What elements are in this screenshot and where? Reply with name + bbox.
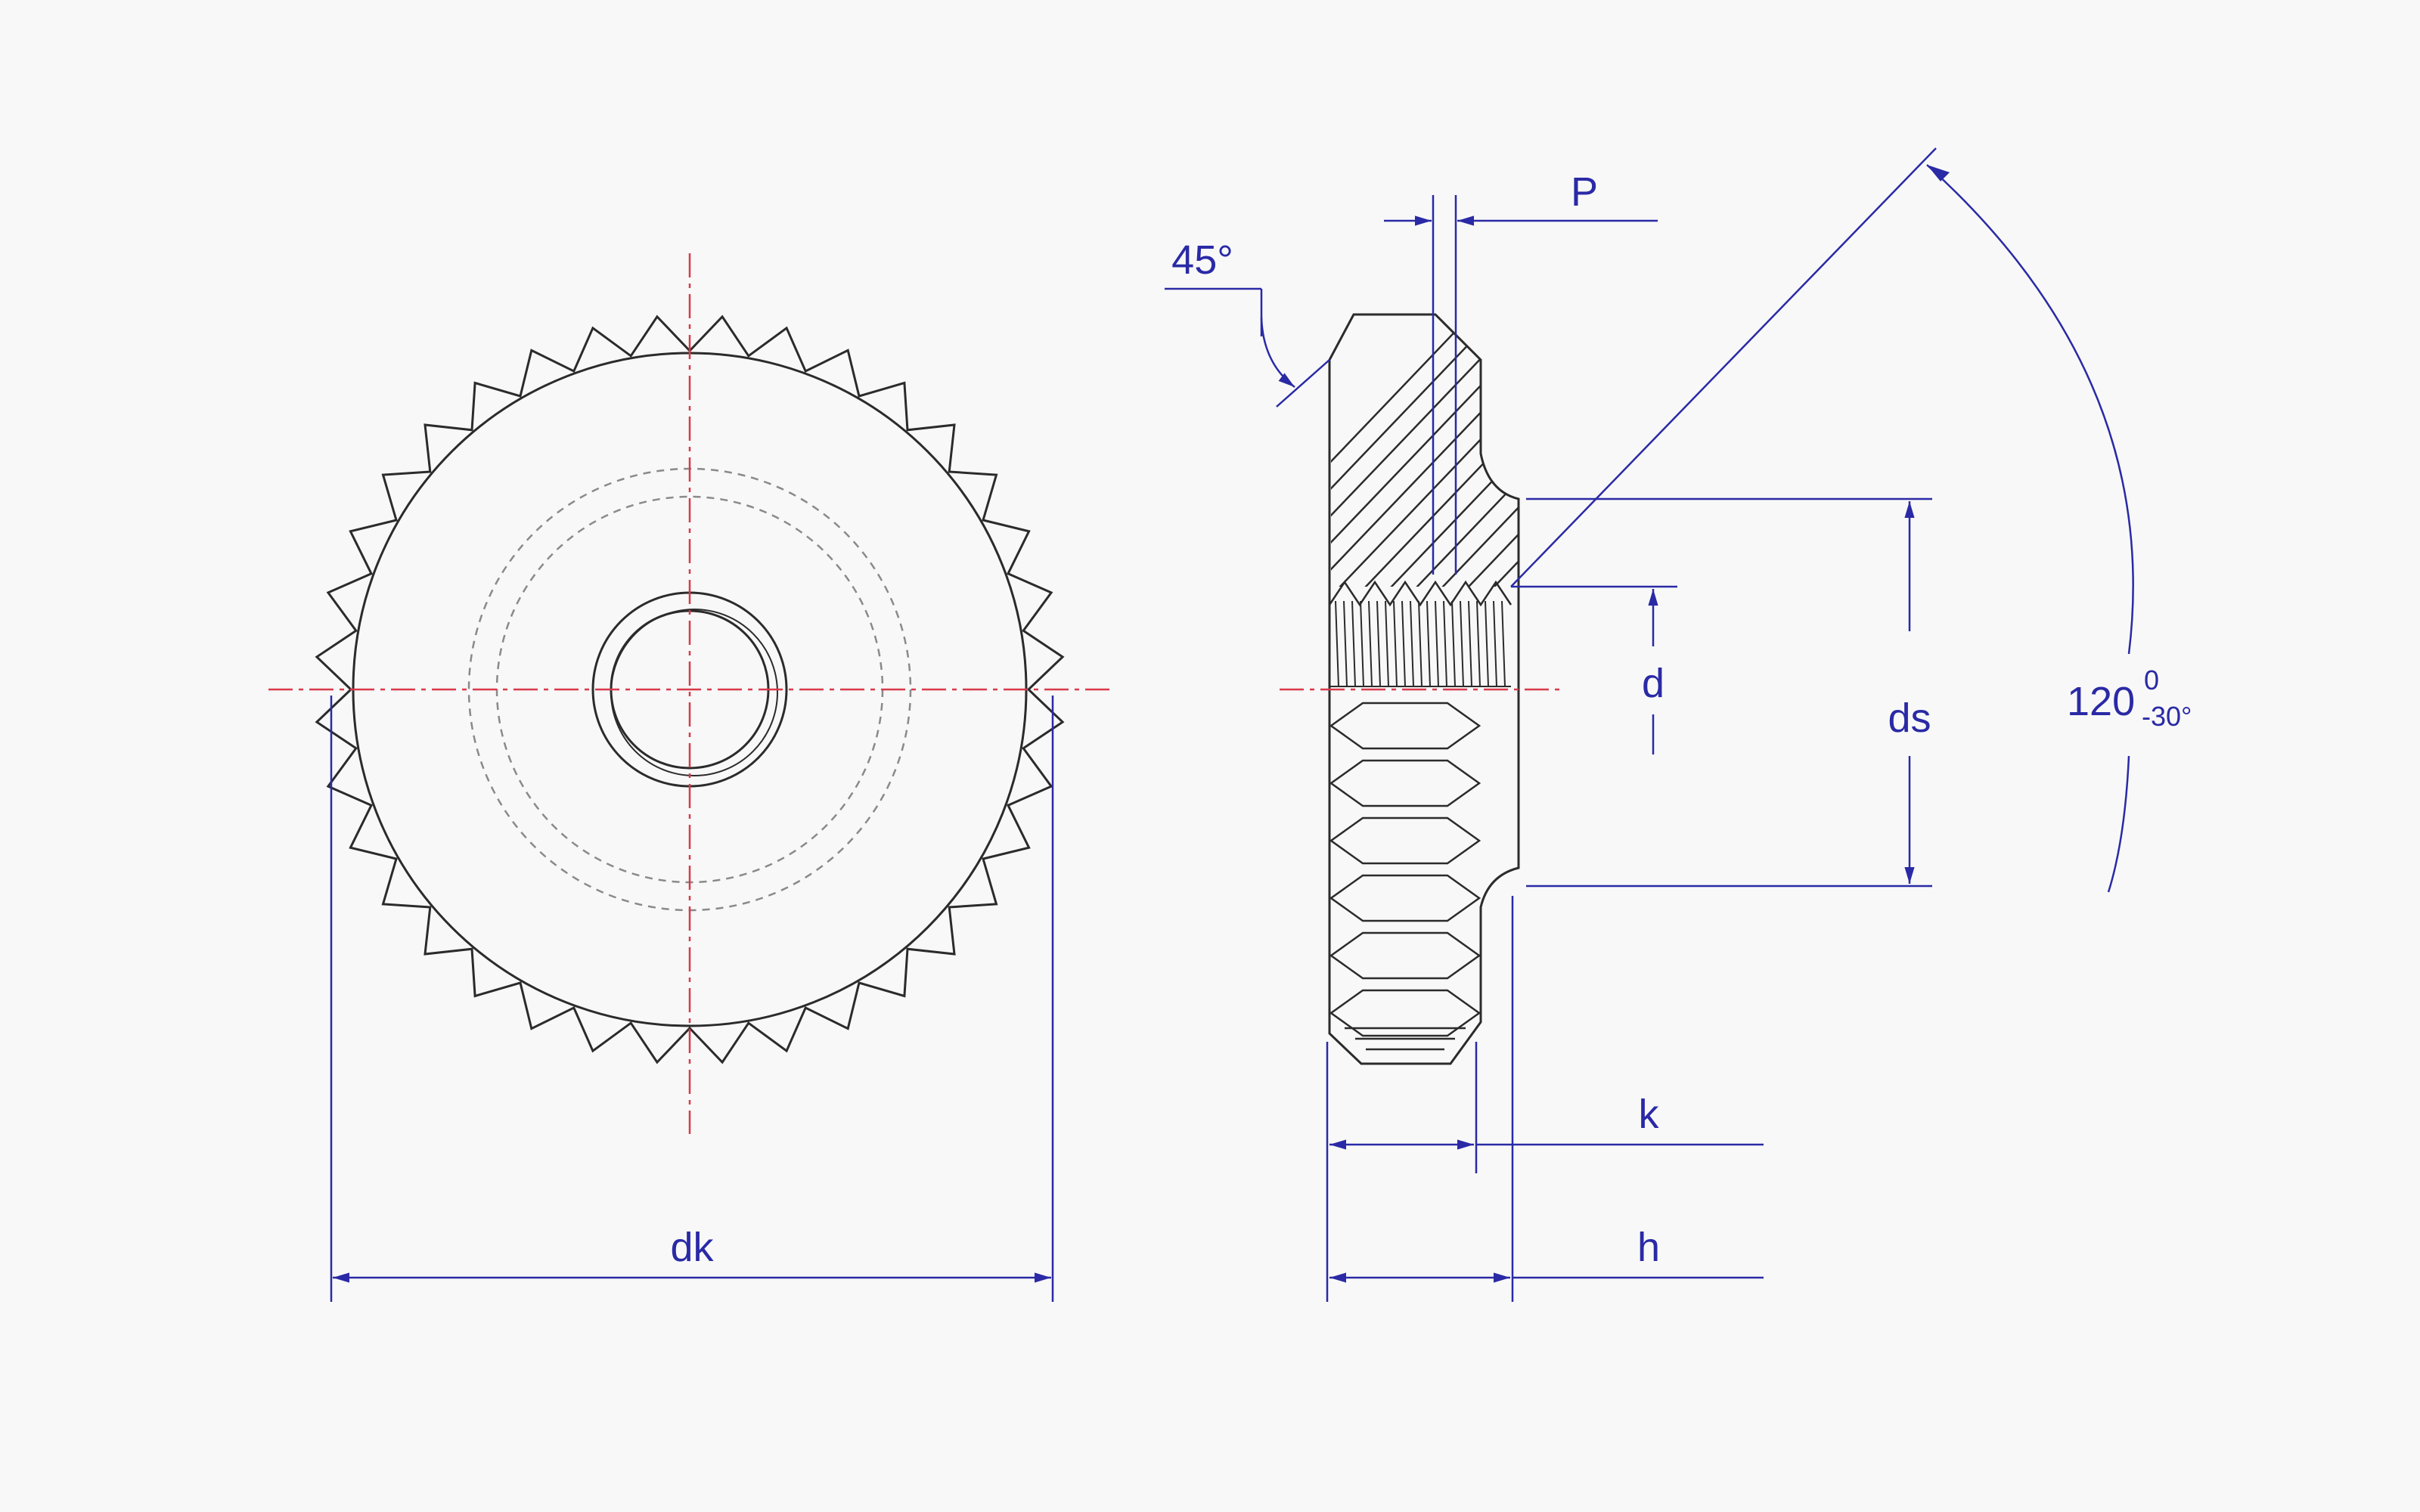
knurl-chevron — [1329, 702, 1481, 750]
thread-root-line — [1493, 600, 1497, 687]
thread-root-line — [1418, 600, 1423, 687]
thread-root-line — [1385, 600, 1389, 687]
hatch-line — [1385, 314, 1519, 587]
knurl-chevron — [1329, 874, 1481, 922]
hatch-line — [1331, 314, 1498, 587]
thread-root-line — [1476, 600, 1481, 687]
hatch-line — [1488, 314, 1519, 587]
knurl-chevron — [1329, 931, 1481, 980]
thread-root-line — [1435, 600, 1439, 687]
angle-120-lower-tolerance: -30° — [2142, 701, 2192, 732]
ds-label: ds — [1888, 696, 1931, 741]
hatch-line — [1410, 314, 1519, 587]
thread-root-line — [1343, 600, 1348, 687]
knurl-chevron — [1329, 759, 1481, 807]
thread-root-line — [1376, 600, 1381, 687]
p-label: P — [1571, 169, 1598, 215]
dk-label: dk — [670, 1225, 714, 1270]
side-view — [1280, 287, 1883, 1065]
hatch-line — [1359, 314, 1519, 587]
thread-root-line — [1443, 600, 1447, 687]
knurled-rim-outline — [315, 314, 1065, 1064]
front-view — [268, 253, 1115, 1134]
knurl-chevron — [1329, 989, 1481, 1037]
angle-120-leader — [1510, 147, 1937, 587]
dimension-dk: dk — [330, 696, 1054, 1302]
thread-root-line — [1393, 600, 1398, 687]
hatch-line — [1436, 314, 1519, 587]
dimension-chamfer-45: 45° — [1165, 237, 1330, 407]
k-label: k — [1639, 1092, 1660, 1137]
section-hatching — [1331, 287, 1883, 620]
chamfer-45-extension — [1276, 359, 1330, 407]
thread-root-line — [1335, 600, 1339, 687]
chamfer-45-arc — [1260, 317, 1295, 388]
thread-root-line — [1360, 600, 1364, 687]
hatch-line — [1331, 314, 1519, 587]
thread-root-line — [1501, 600, 1506, 687]
thread-root-lines — [1329, 600, 1511, 687]
hatch-line — [1565, 287, 1883, 620]
thread-root-line — [1460, 600, 1464, 687]
dimension-p: P — [1384, 169, 1658, 575]
dimension-angle-120: 120 0 -30° — [1510, 147, 2192, 893]
internal-thread-teeth — [1328, 580, 1512, 607]
thread-root-line — [1368, 600, 1373, 687]
thread-root-line — [1468, 600, 1472, 687]
knurl-profile-chevrons — [1329, 702, 1481, 1051]
side-view-outline — [1328, 313, 1520, 1065]
hatch-line — [1331, 314, 1519, 587]
knurl-chevron — [1329, 816, 1481, 865]
thread-root-line — [1401, 600, 1406, 687]
thread-root-line — [1426, 600, 1431, 687]
angle-120-value: 120 — [2067, 679, 2135, 724]
dimension-d: d — [1511, 585, 1677, 754]
dimension-h: h — [1329, 896, 1764, 1302]
h-label: h — [1637, 1225, 1660, 1270]
chamfer-45-label: 45° — [1171, 237, 1233, 283]
hatch-line — [1331, 314, 1519, 587]
angle-120-upper-tolerance: 0 — [2144, 665, 2159, 696]
hatch-line — [1513, 314, 1519, 587]
d-label: d — [1642, 661, 1665, 706]
dimension-ds: ds — [1526, 497, 1932, 888]
hatch-line — [1540, 287, 1857, 620]
thread-root-line — [1485, 600, 1489, 687]
thread-root-line — [1351, 600, 1356, 687]
angle-120-arrow — [1927, 165, 1950, 181]
hatch-line — [1331, 314, 1519, 587]
angle-120-arc — [1926, 164, 2134, 893]
thread-root-line — [1410, 600, 1414, 687]
dimension-k: k — [1326, 1042, 1764, 1302]
hatch-line — [1462, 314, 1519, 587]
hatch-line — [1331, 314, 1519, 587]
bore-thread-circle — [610, 609, 778, 776]
thread-root-line — [1451, 600, 1456, 687]
hatch-line — [1333, 314, 1519, 587]
